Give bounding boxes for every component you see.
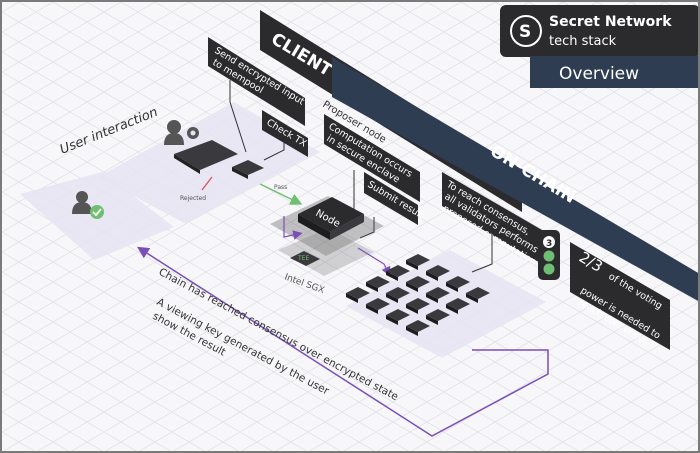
validator-chip-side (446, 282, 458, 292)
status-light-top (543, 236, 555, 248)
user-icon (167, 120, 181, 134)
validator-chip-side (366, 304, 378, 314)
brand-header: S Secret Network tech stack Overview (500, 5, 698, 88)
validator-chip-side (386, 315, 398, 325)
brand-title: Secret Network (549, 14, 672, 30)
device-icon (174, 140, 238, 170)
validator-chip-side (406, 282, 418, 292)
validator-chip-side (466, 293, 478, 303)
validator-chip (406, 298, 430, 310)
validator-chip (366, 276, 390, 288)
validator-chip (446, 276, 470, 288)
check-connector (263, 142, 285, 161)
validator-chip-side (426, 271, 438, 281)
validator-chip (426, 287, 450, 299)
send-connector (229, 80, 247, 153)
validator-chip-side (366, 282, 378, 292)
validator-chip-side (406, 260, 418, 270)
user-platform-right: Rejected Pass (98, 102, 320, 224)
validator-chip-side (346, 293, 358, 303)
validator-chip (426, 265, 450, 277)
validator-chip (406, 276, 430, 288)
validator-chip (406, 254, 430, 266)
validator-chip-side (406, 326, 418, 336)
check-icon (90, 205, 104, 219)
status-light-mid (543, 250, 555, 262)
status-light-bottom (543, 263, 555, 275)
validator-chip-side (386, 293, 398, 303)
status-light-label: 3 (546, 239, 552, 249)
validator-chip-side (406, 304, 418, 314)
validator-chip-side (426, 315, 438, 325)
rejected-label: Rejected (180, 195, 206, 202)
validator-grid (346, 254, 490, 336)
mempool-block (232, 160, 264, 175)
tee-chip (290, 251, 320, 266)
return-arrow (136, 246, 549, 437)
node-stack: Node TEE Intel SGX (270, 196, 391, 296)
logo-glyph: S (519, 22, 531, 42)
validator-chip-side (426, 293, 438, 303)
rejected-arrow (201, 176, 213, 191)
pass-arrow (259, 183, 303, 205)
node-chip (298, 197, 364, 232)
validator-chip (386, 287, 410, 299)
status-light: 3 (538, 230, 560, 280)
validator-chip (366, 298, 390, 310)
validator-chip (386, 309, 410, 321)
validator-chip (426, 309, 450, 321)
validator-chip-side (446, 304, 458, 314)
overview-label: Overview (559, 64, 639, 84)
validator-chip (466, 287, 490, 299)
brand-subtitle: tech stack (549, 34, 617, 49)
secret-network-logo (510, 15, 542, 47)
validator-chip (386, 265, 410, 277)
overview-tab (530, 56, 698, 88)
validator-chip-side (386, 271, 398, 281)
tee-label: TEE (297, 255, 309, 262)
validator-chip (406, 320, 430, 332)
validators-platform (346, 250, 546, 358)
validator-chip (346, 287, 370, 299)
pass-label: Pass (274, 184, 287, 191)
validator-chip (446, 298, 470, 310)
